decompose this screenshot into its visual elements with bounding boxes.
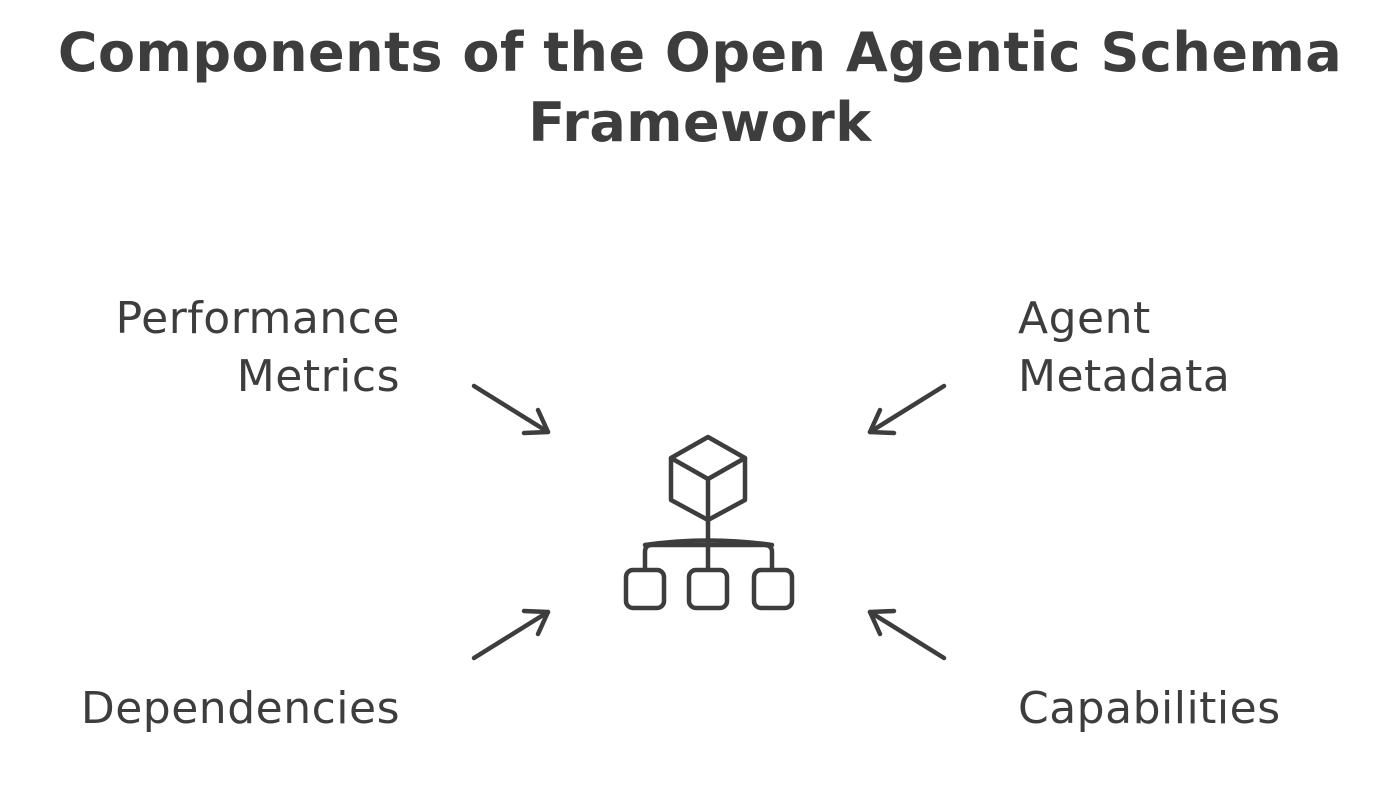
cube-hierarchy-icon: [623, 434, 795, 611]
diagram-title: Components of the Open Agentic Schema Fr…: [0, 18, 1400, 158]
cube-icon: [668, 434, 748, 523]
arrow-performance-metrics: [471, 383, 551, 436]
arrow-capabilities-shaft: [867, 609, 947, 661]
label-performance-metrics-line-1: Performance: [115, 293, 400, 344]
child-node-right: [751, 567, 795, 611]
label-dependencies: Dependencies: [81, 680, 400, 738]
arrow-capabilities: [867, 608, 947, 661]
arrow-agent-metadata-head: [867, 407, 897, 436]
label-capabilities: Capabilities: [1018, 680, 1281, 738]
arrow-dependencies: [471, 608, 551, 661]
hierarchy-icon: [623, 517, 795, 611]
label-agent-metadata: Agent Metadata: [1018, 290, 1230, 406]
label-performance-metrics: Performance Metrics: [116, 290, 400, 406]
label-agent-metadata-line-2: Metadata: [1018, 351, 1231, 402]
child-node-left: [623, 567, 667, 611]
child-node-center: [686, 567, 730, 611]
label-agent-metadata-line-1: Agent: [1018, 293, 1151, 344]
arrow-dependencies-shaft: [471, 609, 551, 661]
arrow-dependencies-head: [521, 608, 551, 637]
label-capabilities-line-1: Capabilities: [1018, 683, 1281, 734]
title-line-2: Framework: [528, 91, 872, 154]
title-line-1: Components of the Open Agentic Schema: [57, 21, 1343, 84]
arrow-performance-metrics-head: [521, 407, 551, 436]
label-performance-metrics-line-2: Metrics: [236, 351, 400, 402]
arrow-agent-metadata: [867, 383, 947, 436]
label-dependencies-line-1: Dependencies: [80, 683, 400, 734]
arrow-capabilities-head: [867, 608, 897, 637]
arrow-agent-metadata-shaft: [867, 383, 947, 435]
arrow-performance-metrics-shaft: [471, 383, 551, 435]
